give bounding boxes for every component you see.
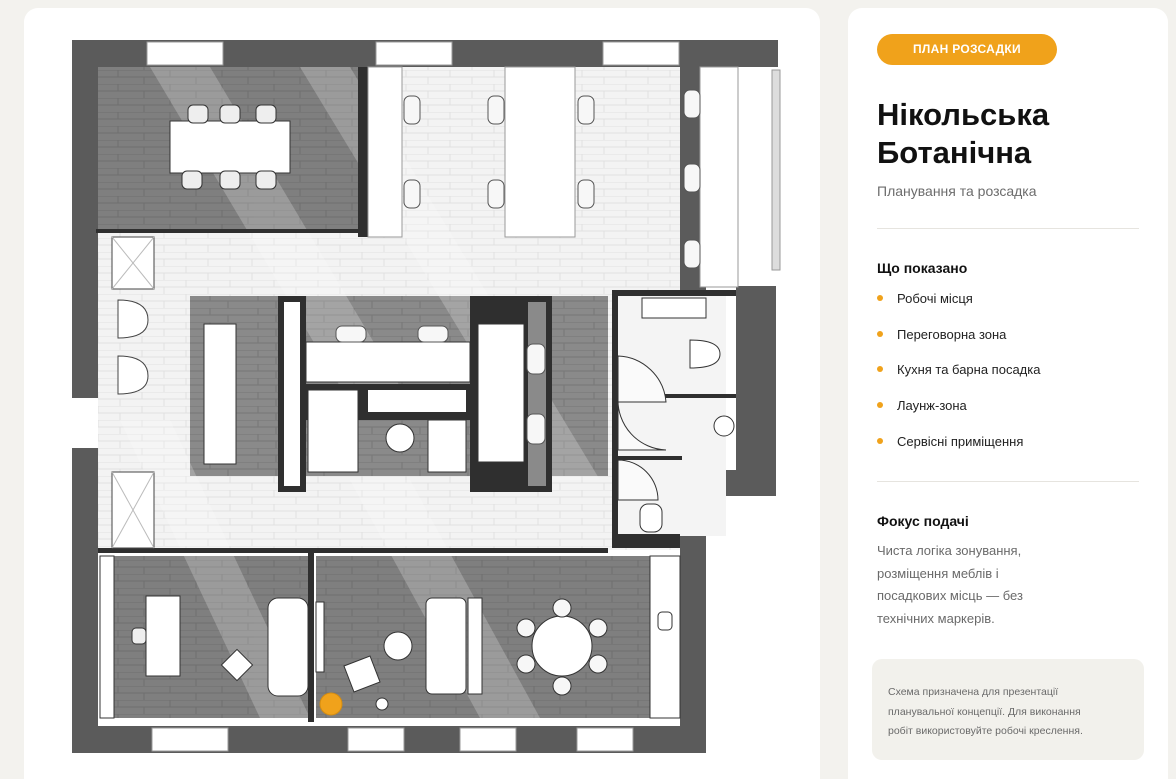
entry-zone bbox=[111, 236, 155, 549]
meeting-chairs bbox=[181, 104, 277, 190]
right-lounge-floor bbox=[316, 556, 650, 718]
work-desk bbox=[145, 595, 181, 677]
floor-plan-card bbox=[24, 8, 820, 779]
desk-row bbox=[699, 66, 739, 288]
bullet-icon bbox=[877, 437, 883, 444]
side-table bbox=[383, 631, 413, 661]
armchair bbox=[343, 655, 381, 693]
focus-heading: Фокус подачі bbox=[877, 513, 969, 529]
divider bbox=[877, 228, 1139, 229]
lounge-sofa bbox=[425, 597, 467, 695]
lounge-zone bbox=[315, 555, 681, 719]
legend-item: Переговорна зона bbox=[877, 326, 1040, 362]
accent-chair bbox=[319, 692, 343, 716]
legend-item: Робочі місця bbox=[877, 290, 1040, 326]
kitchen-cabinet bbox=[307, 389, 359, 473]
meeting-room bbox=[169, 104, 291, 190]
divider bbox=[877, 481, 1139, 482]
shown-heading: Що показано bbox=[877, 260, 968, 276]
bullet-icon bbox=[877, 402, 883, 409]
windows bbox=[146, 41, 781, 752]
legend-item: Сервісні приміщення bbox=[877, 433, 1040, 469]
legend-item: Кухня та барна посадка bbox=[877, 361, 1040, 397]
kitchen-cabinet bbox=[427, 419, 467, 473]
dining-table bbox=[531, 615, 593, 677]
disclaimer-note: Схема призначена для презентації планува… bbox=[872, 659, 1144, 760]
legend-item: Лаунж-зона bbox=[877, 397, 1040, 433]
workspace-lounge bbox=[99, 555, 309, 719]
plan-badge: ПЛАН РОЗСАДКИ bbox=[877, 34, 1057, 65]
open-office bbox=[367, 66, 739, 288]
bar-counter bbox=[305, 341, 471, 383]
bar-table bbox=[385, 423, 415, 453]
sofa bbox=[267, 597, 309, 697]
disclaimer-text: Схема призначена для презентації планува… bbox=[888, 686, 1083, 737]
bullet-icon bbox=[877, 366, 883, 373]
bullet-icon bbox=[877, 295, 883, 301]
info-sidebar: ПЛАН РОЗСАДКИ Нікольська Ботанічна Плану… bbox=[848, 8, 1168, 779]
page-subtitle: Планування та розсадка bbox=[877, 183, 1037, 199]
desk-row bbox=[504, 66, 576, 238]
interior-walls bbox=[96, 67, 736, 722]
focus-text: Чиста логіка зонування, розміщення меблі… bbox=[877, 543, 1023, 626]
floors bbox=[98, 67, 726, 718]
bullet-icon bbox=[877, 330, 883, 337]
kitchen-block bbox=[203, 296, 552, 492]
floor-plan bbox=[58, 40, 781, 753]
service-rooms bbox=[617, 297, 735, 533]
meeting-table bbox=[169, 120, 291, 174]
desk-row bbox=[367, 66, 403, 238]
legend-list: Робочі місця Переговорна зона Кухня та б… bbox=[877, 290, 1040, 468]
central-island bbox=[203, 323, 237, 465]
page-title: Нікольська Ботанічна bbox=[877, 97, 1050, 170]
